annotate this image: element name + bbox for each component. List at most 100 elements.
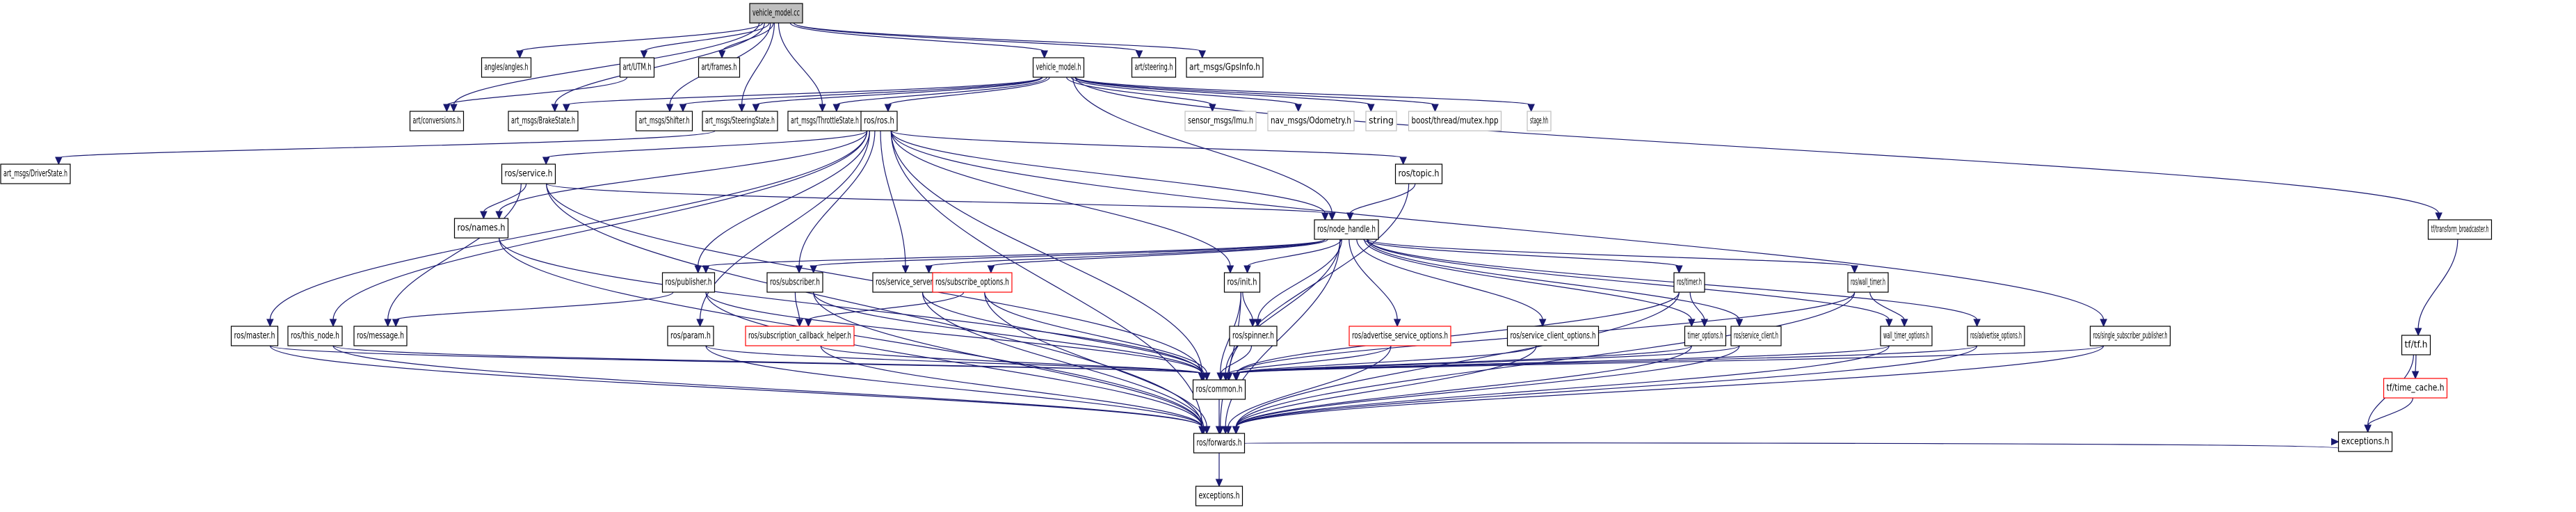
node-message[interactable]: ros/message.h: [353, 326, 408, 346]
node-label: exceptions.h: [1199, 491, 1240, 502]
edge-line: [2417, 239, 2458, 330]
node-adv-srv-opts[interactable]: ros/advertise_service_options.h: [1349, 326, 1451, 346]
edge-vehicle_model_cc-to-utm: [640, 22, 770, 59]
node-vehicle-model-h[interactable]: vehicle_model.h: [1032, 57, 1085, 78]
edge-vehicle_model_h-to-ros_ros: [884, 77, 1050, 113]
node-box: [1673, 272, 1705, 293]
node-shifter[interactable]: art_msgs/Shifter.h: [635, 111, 693, 131]
edge-service_client-to-common: [1232, 345, 1740, 381]
node-service-client[interactable]: ros/service_client.h: [1730, 326, 1782, 346]
node-subscribe-options[interactable]: ros/subscribe_options.h: [932, 272, 1013, 293]
edge-node_handle-to-init: [1243, 239, 1342, 274]
arrow-head-icon: [1700, 319, 1709, 328]
node-box: [749, 3, 803, 24]
edge-line: [990, 239, 1328, 267]
edge-node_handle-to-subscribe_options: [987, 239, 1328, 274]
arrow-head-icon: [1243, 265, 1251, 274]
node-utm[interactable]: art/UTM.h: [619, 57, 655, 78]
node-common[interactable]: ros/common.h: [1192, 379, 1246, 400]
node-throttlestate[interactable]: art_msgs/ThrottleState.h: [787, 111, 862, 131]
node-label: ros/message.h: [357, 331, 404, 342]
node-subscriber[interactable]: ros/subscriber.h: [766, 272, 823, 293]
node-gpsinfo[interactable]: art_msgs/GpsInfo.h: [1186, 57, 1264, 78]
node-label: tf/tf.h: [2405, 340, 2428, 351]
edge-line: [820, 345, 1203, 428]
arrow-head-icon: [1431, 104, 1439, 113]
node-wall-timer[interactable]: ros/wall_timer.h: [1847, 272, 1889, 293]
edge-vehicle_model_cc-to-vehicle_model_h: [789, 22, 1048, 59]
node-label: angles/angles.h: [485, 63, 529, 73]
edge-line: [1235, 345, 1537, 374]
edge-line: [789, 22, 1045, 52]
node-this-node[interactable]: ros/this_node.h: [287, 326, 343, 346]
arrow-head-icon: [1215, 426, 1223, 435]
node-driverstate[interactable]: art_msgs/DriverState.h: [0, 163, 71, 184]
node-steering[interactable]: art/steering.h: [1131, 57, 1177, 78]
node-label: ros/forwards.h: [1197, 438, 1242, 449]
arrow-head-icon: [1215, 479, 1223, 488]
node-names[interactable]: ros/names.h: [453, 218, 509, 239]
edge-forwards-to-exceptions_tf: [1244, 438, 2340, 449]
edge-master-to-forwards: [269, 345, 1206, 435]
edge-line: [1689, 291, 1705, 321]
node-forwards[interactable]: ros/forwards.h: [1193, 433, 1246, 454]
node-time-cache[interactable]: tf/time_cache.h: [2383, 378, 2448, 399]
edge-time_cache-to-exceptions_tf: [2364, 397, 2413, 433]
node-vehicle-model-cc[interactable]: vehicle_model.cc: [749, 3, 803, 24]
node-service-server[interactable]: ros/service_server.h: [872, 272, 942, 293]
edge-vehicle_model_h-to-throttlestate: [832, 77, 1047, 113]
node-brakestate[interactable]: art_msgs/BrakeState.h: [508, 111, 579, 131]
edge-line: [1066, 77, 1213, 106]
arrow-head-icon: [795, 265, 803, 274]
arrow-head-icon: [1294, 104, 1303, 113]
edge-line: [269, 345, 1202, 374]
arrow-head-icon: [1248, 319, 1257, 328]
node-box: [1394, 163, 1443, 184]
node-sub-cb-helper[interactable]: ros/subscription_callback_helper.h: [745, 326, 855, 346]
node-service[interactable]: ros/service.h: [501, 163, 556, 184]
node-wall-timer-options[interactable]: wall_timer_options.h: [1880, 326, 1933, 346]
arrow-head-icon: [1393, 319, 1401, 328]
node-spinner[interactable]: ros/spinner.h: [1229, 326, 1278, 346]
node-param[interactable]: ros/param.h: [667, 326, 714, 346]
node-timer[interactable]: ros/timer.h: [1673, 272, 1705, 293]
node-box: [287, 326, 343, 346]
node-exceptions-ros[interactable]: exceptions.h: [1195, 486, 1243, 506]
node-ros-ros[interactable]: ros/ros.h: [860, 111, 898, 131]
node-init[interactable]: ros/init.h: [1223, 272, 1261, 293]
node-exceptions-tf[interactable]: exceptions.h: [2337, 431, 2393, 452]
node-srv-client-opts[interactable]: ros/service_client_options.h: [1506, 326, 1600, 346]
node-angles[interactable]: angles/angles.h: [481, 57, 532, 78]
edge-line: [798, 130, 876, 267]
node-frames[interactable]: art/frames.h: [698, 57, 741, 78]
edge-line: [1235, 345, 1692, 428]
edge-line: [1235, 345, 1740, 428]
edge-node_handle-to-subscriber: [810, 239, 1326, 274]
node-timer-options[interactable]: timer_options.h: [1684, 326, 1727, 346]
node-tf-broadcaster[interactable]: tf/transform_broadcaster.h: [2427, 219, 2493, 240]
arrow-head-icon: [1217, 372, 1225, 381]
node-label: ros/timer.h: [1677, 278, 1702, 288]
arrow-head-icon: [1346, 212, 1354, 221]
arrow-head-icon: [516, 50, 524, 59]
edge-vehicle_model_cc-to-steering: [793, 22, 1143, 59]
node-topic[interactable]: ros/topic.h: [1394, 163, 1443, 184]
edge-line: [332, 345, 1203, 428]
node-conversions[interactable]: art/conversions.h: [409, 111, 465, 131]
edge-line: [887, 77, 1050, 106]
node-box: [2401, 335, 2431, 355]
edge-line: [921, 291, 1205, 428]
node-node-handle[interactable]: ros/node_handle.h: [1314, 219, 1379, 240]
edge-subscribe_options-to-common: [984, 291, 1211, 381]
arrow-head-icon: [805, 319, 812, 328]
node-master[interactable]: ros/master.h: [230, 326, 279, 346]
node-box: [1131, 57, 1177, 78]
node-tf-tf[interactable]: tf/tf.h: [2401, 335, 2431, 355]
node-advertise-options[interactable]: ros/advertise_options.h: [1967, 326, 2025, 346]
node-label: ros/subscribe_options.h: [935, 278, 1009, 288]
node-steeringstate[interactable]: art_msgs/SteeringState.h: [702, 111, 778, 131]
node-publisher[interactable]: ros/publisher.h: [661, 272, 716, 293]
node-single-sub-pub[interactable]: ros/single_subscriber_publisher.h: [2089, 326, 2171, 346]
node-box: [1223, 272, 1261, 293]
node-label: ros/spinner.h: [1232, 331, 1274, 342]
